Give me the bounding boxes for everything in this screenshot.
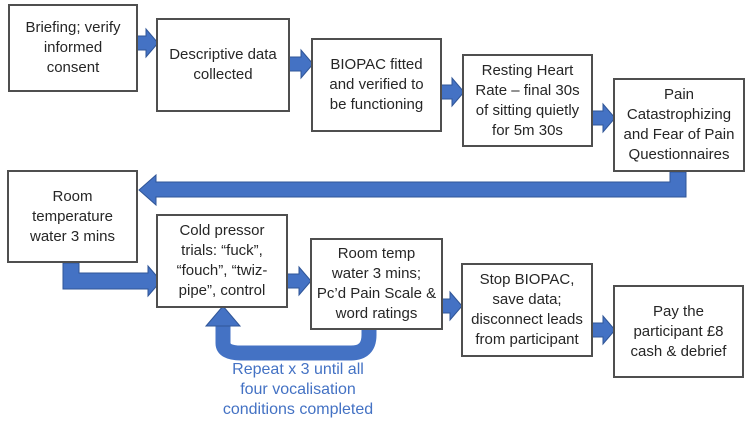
step-box-pay-participant: Pay the participant £8 cash & debrief [613,285,744,378]
step-label: Resting Heart Rate – final 30s of sittin… [475,61,580,139]
arrow-right-icon [441,290,463,322]
elbow-arrow-right-icon [62,262,162,298]
repeat-loop-arrowhead-icon [204,305,242,327]
step-label: Cold pressor trials: “fuck”, “fouch”, “t… [176,222,268,299]
step-label: Pain Catastrophizing and Fear of Pain Qu… [623,86,735,163]
step-label: Room temperature water 3 mins [29,187,116,245]
arrow-right-icon [286,265,312,297]
step-label: Pay the participant £8 cash & debrief [630,302,727,360]
arrow-right-icon [440,76,465,108]
step-box-descriptive-data: Descriptive data collected [156,18,290,112]
step-label: BIOPAC fitted and verified to be functio… [329,56,424,113]
step-box-pain-questionnaires: Pain Catastrophizing and Fear of Pain Qu… [613,78,745,172]
step-label: Stop BIOPAC, save data; disconnect leads… [471,271,583,348]
arrow-right-icon [591,102,616,134]
step-box-stop-biopac: Stop BIOPAC, save data; disconnect leads… [461,263,593,357]
step-label: Briefing; verify informed consent [25,19,121,76]
arrow-right-icon [288,48,314,80]
step-box-resting-heart-rate: Resting Heart Rate – final 30s of sittin… [462,54,593,147]
step-box-cold-pressor-trials: Cold pressor trials: “fuck”, “fouch”, “t… [156,214,288,308]
step-label: Room temp water 3 mins; Pc’d Pain Scale … [316,245,437,322]
return-arrow-left-icon [138,171,687,207]
step-label: Descriptive data collected [169,46,277,83]
step-box-room-temperature-water: Room temperature water 3 mins [7,170,138,263]
step-box-biopac-fitted: BIOPAC fitted and verified to be functio… [311,38,442,132]
step-box-briefing-consent: Briefing; verify informed consent [8,4,138,92]
step-box-room-temp-water-ratings: Room temp water 3 mins; Pc’d Pain Scale … [310,238,443,330]
arrow-right-icon [591,314,616,346]
repeat-loop-caption: Repeat x 3 until all four vocalisation c… [222,361,374,418]
